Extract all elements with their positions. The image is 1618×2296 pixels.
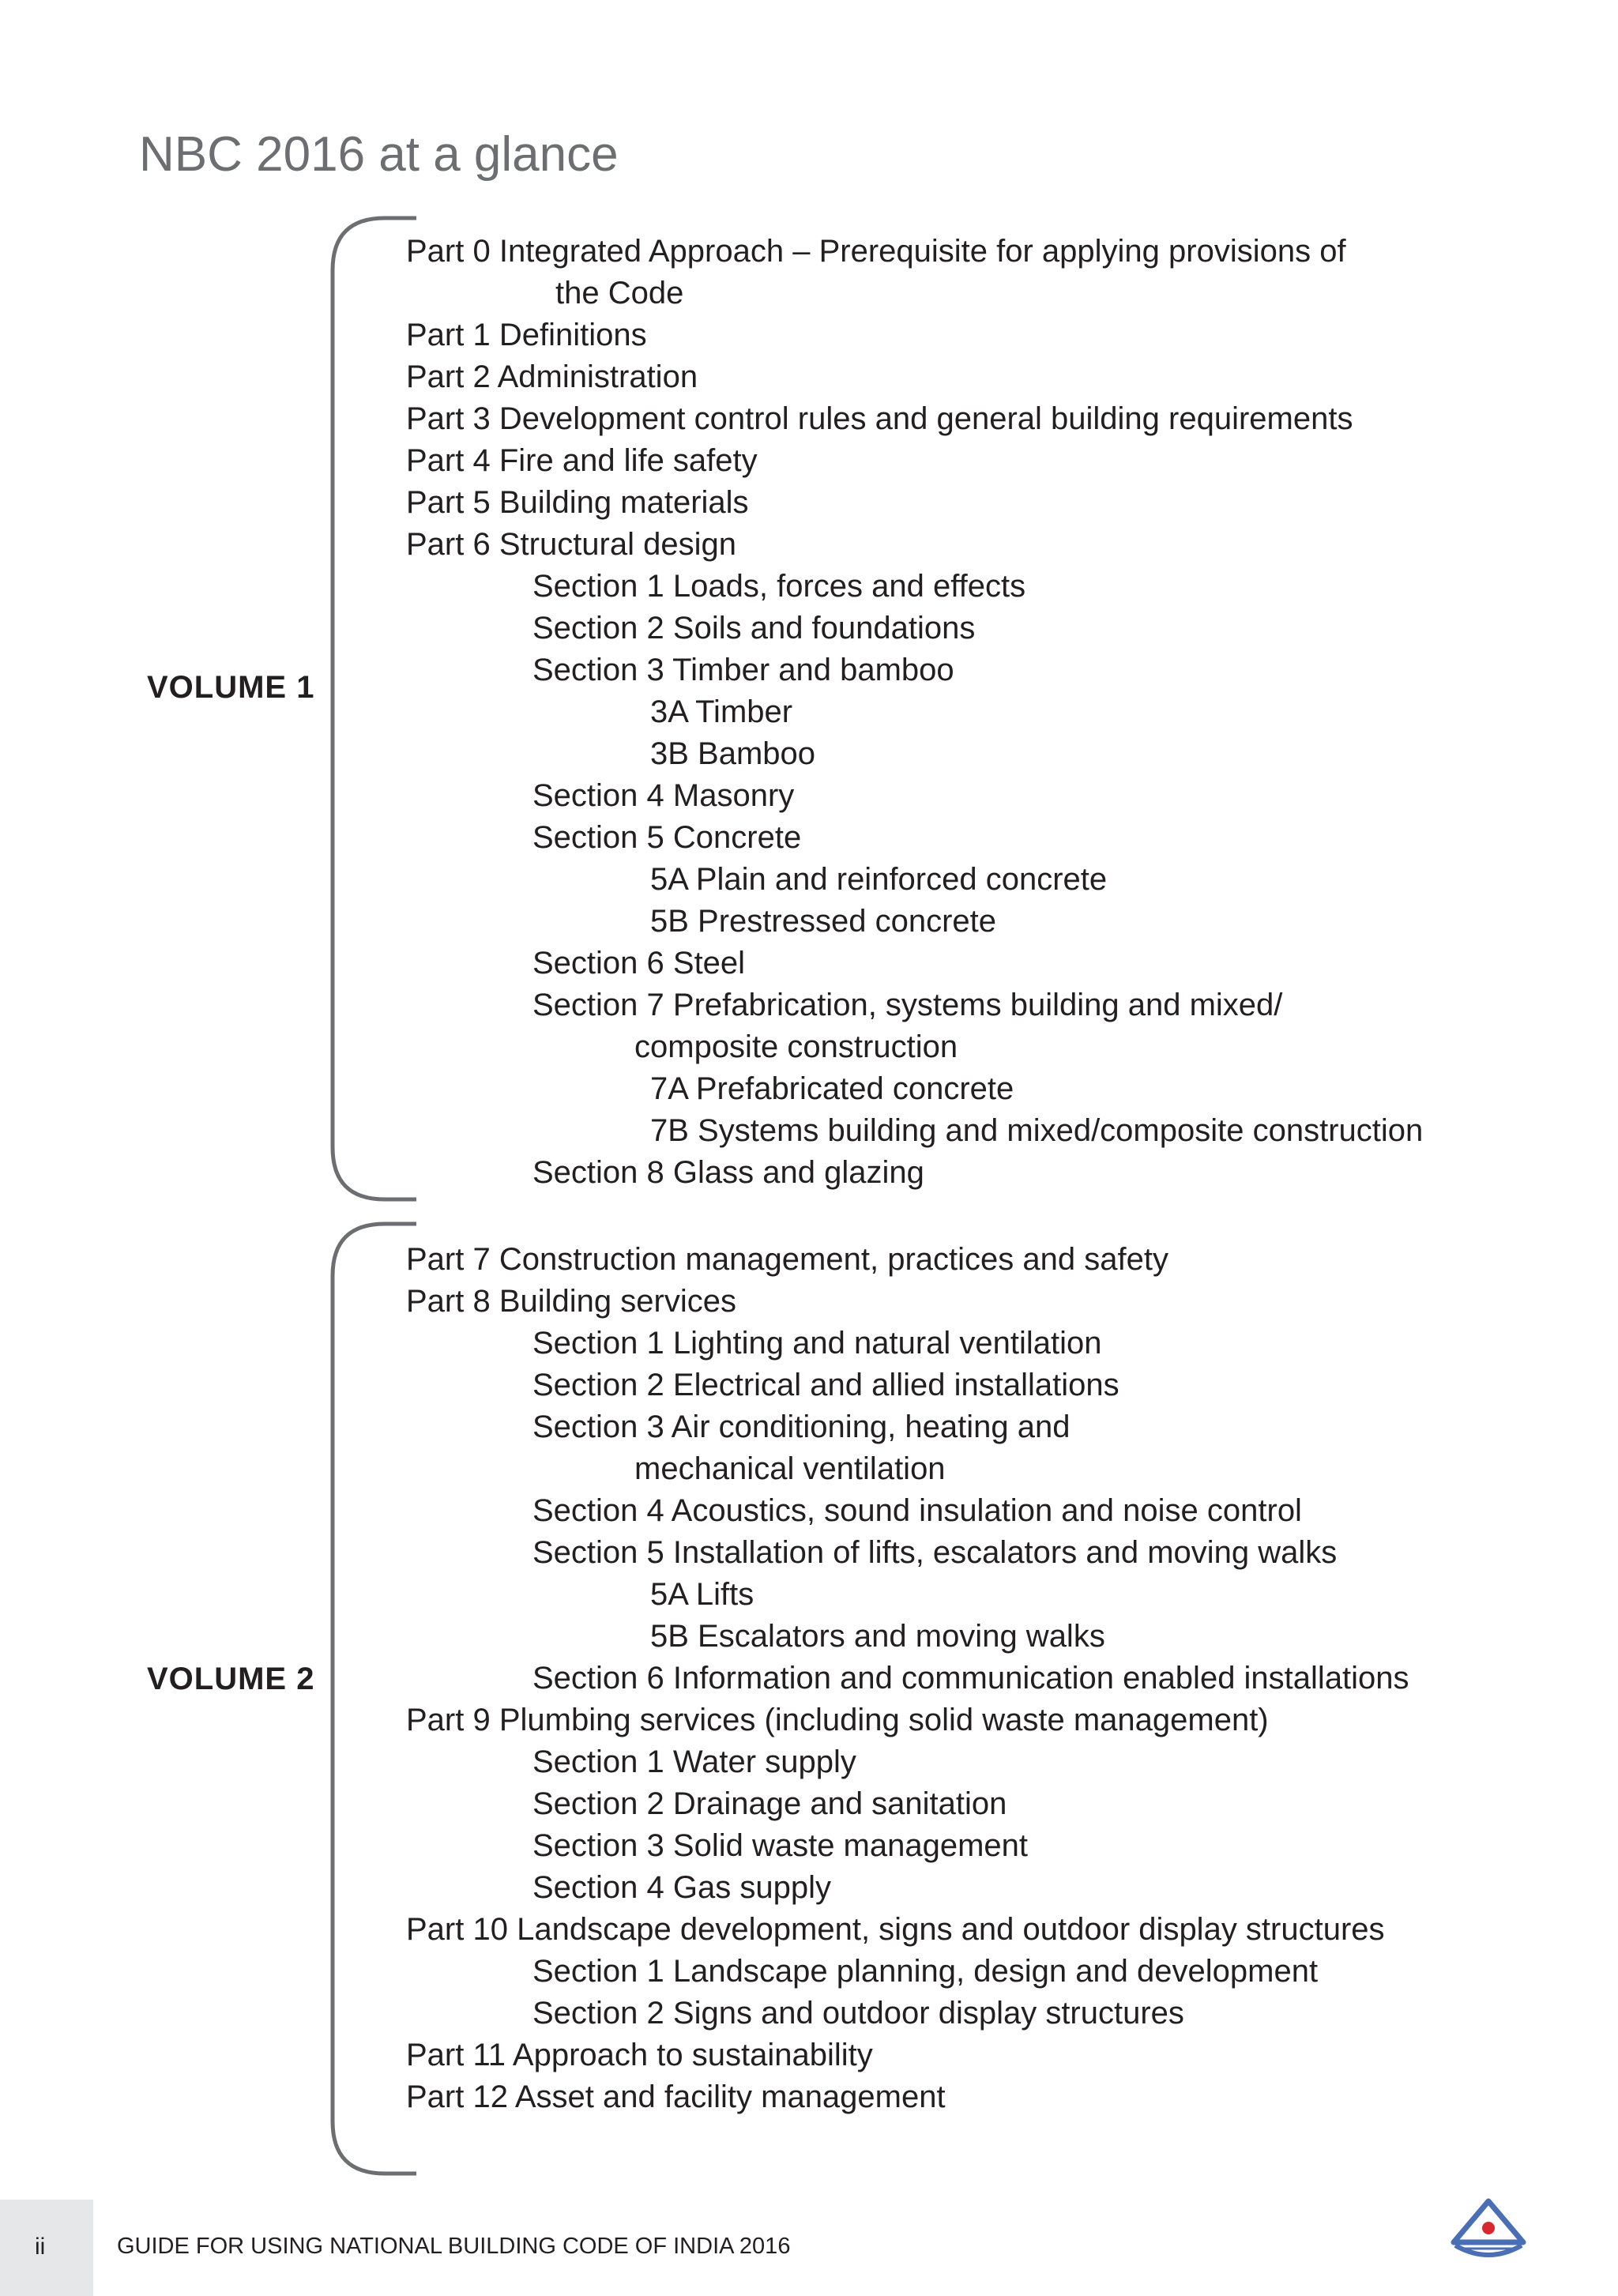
volume1-label: VOLUME 1 <box>147 670 315 705</box>
volume1-brace <box>330 216 416 1202</box>
contents-entry: Section 7 Prefabrication, systems buildi… <box>532 988 1283 1022</box>
contents-entry: Section 3 Solid waste management <box>532 1828 1029 1863</box>
contents-entry: composite construction <box>634 1029 958 1064</box>
contents-entry: Section 4 Acoustics, sound insulation an… <box>532 1493 1302 1528</box>
footer-page-tab <box>0 2200 93 2296</box>
contents-entry: Section 2 Electrical and allied installa… <box>532 1368 1119 1402</box>
contents-entry: Part 6 Structural design <box>406 527 736 562</box>
contents-entry: mechanical ventilation <box>634 1451 946 1486</box>
page-number: ii <box>35 2234 46 2260</box>
contents-entry: Section 6 Steel <box>532 946 746 981</box>
page-title: NBC 2016 at a glance <box>139 127 619 182</box>
contents-entry: 5A Lifts <box>650 1577 754 1612</box>
contents-entry: Part 0 Integrated Approach – Prerequisit… <box>406 234 1346 269</box>
contents-entry: Part 7 Construction management, practice… <box>406 1242 1168 1277</box>
contents-entry: Part 9 Plumbing services (including soli… <box>406 1703 1269 1737</box>
contents-entry: Part 8 Building services <box>406 1284 736 1319</box>
contents-entry: Part 5 Building materials <box>406 485 749 520</box>
contents-entry: Section 1 Lighting and natural ventilati… <box>532 1326 1102 1361</box>
contents-entry: Section 8 Glass and glazing <box>532 1155 924 1190</box>
contents-entry: Part 10 Landscape development, signs and… <box>406 1912 1385 1947</box>
contents-entry: Section 3 Timber and bamboo <box>532 653 954 687</box>
contents-entry: Part 2 Administration <box>406 359 698 394</box>
contents-entry: Section 2 Drainage and sanitation <box>532 1786 1007 1821</box>
contents-entry: Part 3 Development control rules and gen… <box>406 401 1353 436</box>
contents-entry: Part 1 Definitions <box>406 318 647 352</box>
volume2-label: VOLUME 2 <box>147 1662 315 1696</box>
contents-entry: Section 4 Masonry <box>532 778 795 813</box>
contents-entry: Part 4 Fire and life safety <box>406 443 758 478</box>
contents-entry: 5B Escalators and moving walks <box>650 1619 1105 1654</box>
contents-entry: Section 6 Information and communication … <box>532 1661 1409 1696</box>
contents-entry: 3B Bamboo <box>650 736 816 771</box>
contents-entry: the Code <box>555 276 684 311</box>
contents-entry: Section 1 Water supply <box>532 1745 856 1779</box>
contents-entry: Part 12 Asset and facility management <box>406 2080 946 2114</box>
contents-entry: Section 5 Concrete <box>532 820 802 855</box>
contents-entry: Section 2 Signs and outdoor display stru… <box>532 1996 1184 2031</box>
contents-entry: Section 3 Air conditioning, heating and <box>532 1410 1071 1444</box>
contents-entry: 7A Prefabricated concrete <box>650 1071 1014 1106</box>
volume2-brace <box>330 1221 416 2176</box>
footer-running-title: GUIDE FOR USING NATIONAL BUILDING CODE O… <box>117 2234 791 2259</box>
contents-entry: Part 11 Approach to sustainability <box>406 2038 873 2072</box>
contents-entry: 5B Prestressed concrete <box>650 904 996 939</box>
contents-entry: Section 1 Loads, forces and effects <box>532 569 1026 604</box>
contents-entry: 3A Timber <box>650 694 793 729</box>
volume1-contents-list: Part 0 Integrated Approach – Prerequisit… <box>406 231 1423 1194</box>
contents-entry: Section 2 Soils and foundations <box>532 611 976 646</box>
contents-entry: 5A Plain and reinforced concrete <box>650 862 1108 897</box>
contents-entry: Section 5 Installation of lifts, escalat… <box>532 1535 1338 1570</box>
contents-entry: 7B Systems building and mixed/composite … <box>650 1113 1424 1148</box>
contents-entry: Section 1 Landscape planning, design and… <box>532 1954 1319 1989</box>
contents-entry: Section 4 Gas supply <box>532 1870 831 1905</box>
bis-logo-icon <box>1451 2198 1526 2257</box>
volume2-contents-list: Part 7 Construction management, practice… <box>406 1239 1409 2118</box>
